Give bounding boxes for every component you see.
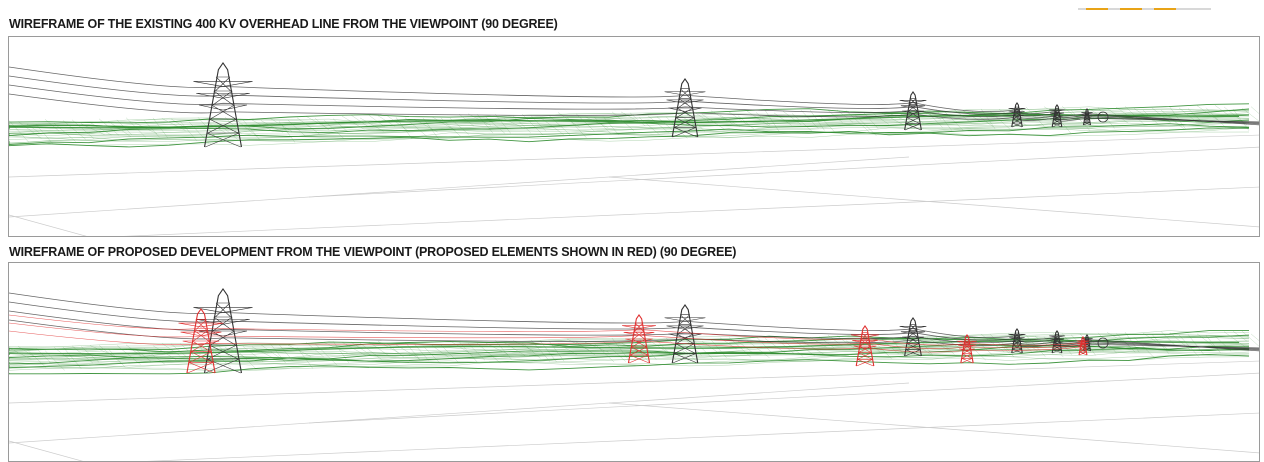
existing-towers — [193, 288, 1093, 374]
proposed-tower — [1076, 336, 1090, 356]
existing-conductors — [9, 66, 1259, 126]
terrain-wireframe — [9, 103, 1259, 148]
wireframe-panel-existing — [8, 36, 1260, 237]
existing-tower — [193, 288, 253, 374]
scale-marker-segment — [1120, 8, 1142, 10]
existing-tower — [1008, 328, 1026, 354]
scale-marker — [1078, 8, 1211, 10]
ground-grid — [9, 360, 1259, 461]
scale-marker-segment — [1086, 8, 1108, 10]
tree-cluster — [1097, 337, 1109, 349]
terrain-ridge — [9, 114, 1240, 129]
existing-tower — [664, 304, 706, 364]
existing-tower — [899, 317, 927, 357]
tree-cluster — [1097, 111, 1109, 123]
wireframe-panel-proposed — [8, 262, 1260, 462]
wireframe-existing-drawing — [9, 62, 1259, 236]
proposed-tower — [850, 325, 880, 367]
existing-tower — [1049, 104, 1065, 128]
proposed-towers — [178, 308, 1090, 374]
wireframe-proposed-drawing — [9, 288, 1259, 461]
existing-towers — [193, 62, 1093, 148]
proposed-tower — [957, 334, 977, 364]
panel-caption-existing: WIREFRAME OF THE EXISTING 400 KV OVERHEA… — [9, 17, 558, 31]
existing-tower — [193, 62, 253, 148]
existing-tower — [664, 78, 706, 138]
panel-caption-proposed: WIREFRAME OF PROPOSED DEVELOPMENT FROM T… — [9, 245, 737, 259]
existing-tower — [1008, 102, 1026, 128]
scale-marker-segment — [1154, 8, 1176, 10]
terrain-ridge — [9, 340, 1240, 355]
proposed-tower — [622, 314, 656, 364]
existing-tower — [899, 91, 927, 131]
proposed-tower — [178, 308, 224, 374]
ground-grid — [9, 134, 1259, 236]
existing-tower — [1081, 108, 1093, 126]
